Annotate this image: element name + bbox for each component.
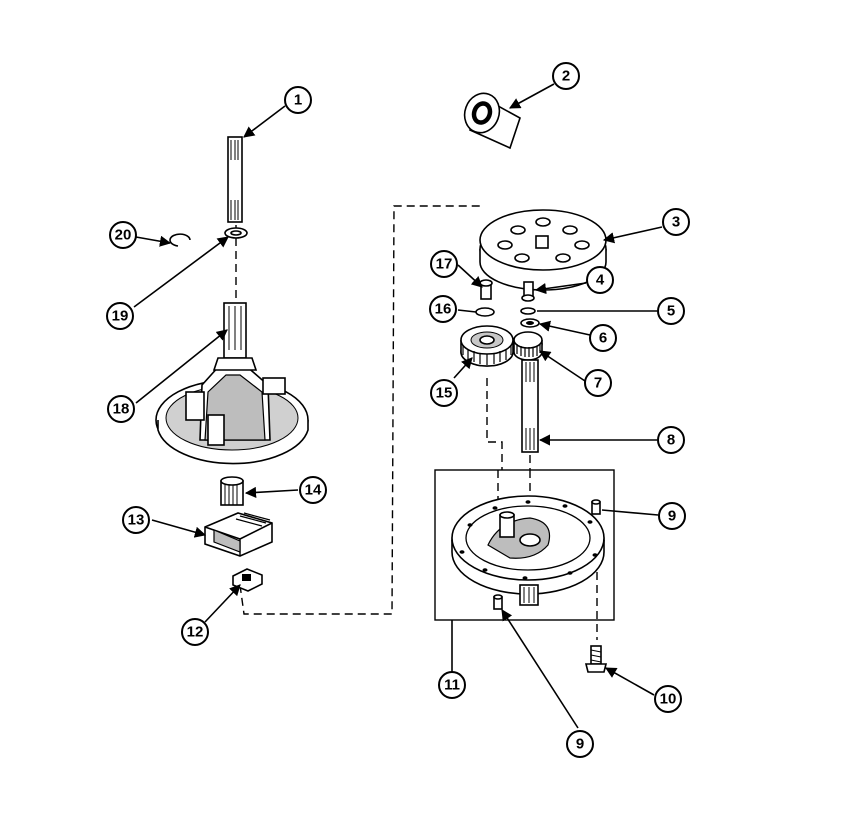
part-3-pulley (479, 209, 607, 291)
part-4-pin (521, 281, 535, 302)
callout-14: 14 (299, 476, 327, 504)
callout-18: 18 (107, 395, 135, 423)
svg-text:3: 3 (672, 214, 680, 231)
part-9-dowel-pin-lower (493, 594, 503, 610)
callout-8: 8 (657, 426, 685, 454)
callout-19: 19 (106, 302, 134, 330)
part-16-washer (475, 307, 495, 317)
callout-13: 13 (122, 506, 150, 534)
callout-12: 12 (181, 618, 209, 646)
part-7-idler-gear (513, 331, 543, 361)
part-9-dowel-pin-upper (591, 499, 601, 515)
svg-text:14: 14 (305, 482, 322, 499)
callout-9-upper: 9 (658, 502, 686, 530)
svg-text:18: 18 (113, 401, 130, 418)
svg-text:7: 7 (594, 375, 602, 392)
callout-10: 10 (654, 685, 682, 713)
callout-2: 2 (552, 62, 580, 90)
callout-7: 7 (584, 369, 612, 397)
part-1-shaft (227, 136, 243, 223)
svg-text:2: 2 (562, 68, 570, 85)
part-13-rack-block (204, 512, 273, 557)
callout-20: 20 (109, 221, 137, 249)
part-6-washer (520, 318, 540, 328)
part-5-washer (520, 307, 536, 315)
callout-9-lower: 9 (566, 730, 594, 758)
part-20-retaining-ring (169, 233, 191, 247)
part-8-pinion-shaft (521, 359, 539, 453)
svg-text:13: 13 (128, 512, 145, 529)
svg-text:11: 11 (444, 677, 460, 694)
svg-text:19: 19 (112, 308, 129, 325)
part-18-transmission-case (155, 302, 309, 465)
svg-text:4: 4 (596, 272, 605, 289)
svg-text:20: 20 (115, 227, 132, 244)
callout-15: 15 (430, 379, 458, 407)
part-2-bearing (463, 92, 521, 150)
svg-text:6: 6 (599, 330, 607, 347)
svg-text:5: 5 (667, 303, 675, 320)
callout-5: 5 (657, 297, 685, 325)
leader-lines (133, 83, 663, 729)
part-15-drive-gear (460, 325, 514, 367)
callout-16: 16 (429, 295, 457, 323)
svg-text:16: 16 (435, 301, 452, 318)
part-14-pinion-gear (220, 476, 244, 506)
svg-text:9: 9 (576, 736, 584, 753)
callout-4: 4 (586, 266, 614, 294)
part-19-washer (224, 227, 248, 239)
callout-6: 6 (589, 324, 617, 352)
part-11-gear-housing (451, 495, 605, 606)
svg-text:10: 10 (660, 691, 677, 708)
callout-3: 3 (662, 208, 690, 236)
callout-17: 17 (430, 250, 458, 278)
svg-text:17: 17 (436, 256, 453, 273)
part-10-screw (584, 645, 608, 673)
svg-text:15: 15 (436, 385, 453, 402)
part-17-bolt (479, 279, 493, 300)
svg-text:8: 8 (667, 432, 675, 449)
svg-text:12: 12 (187, 624, 204, 641)
svg-text:9: 9 (668, 508, 676, 525)
callout-1: 1 (284, 86, 312, 114)
callout-11: 11 (438, 671, 466, 699)
housing-assembly-box (434, 469, 615, 621)
svg-text:1: 1 (294, 92, 302, 109)
